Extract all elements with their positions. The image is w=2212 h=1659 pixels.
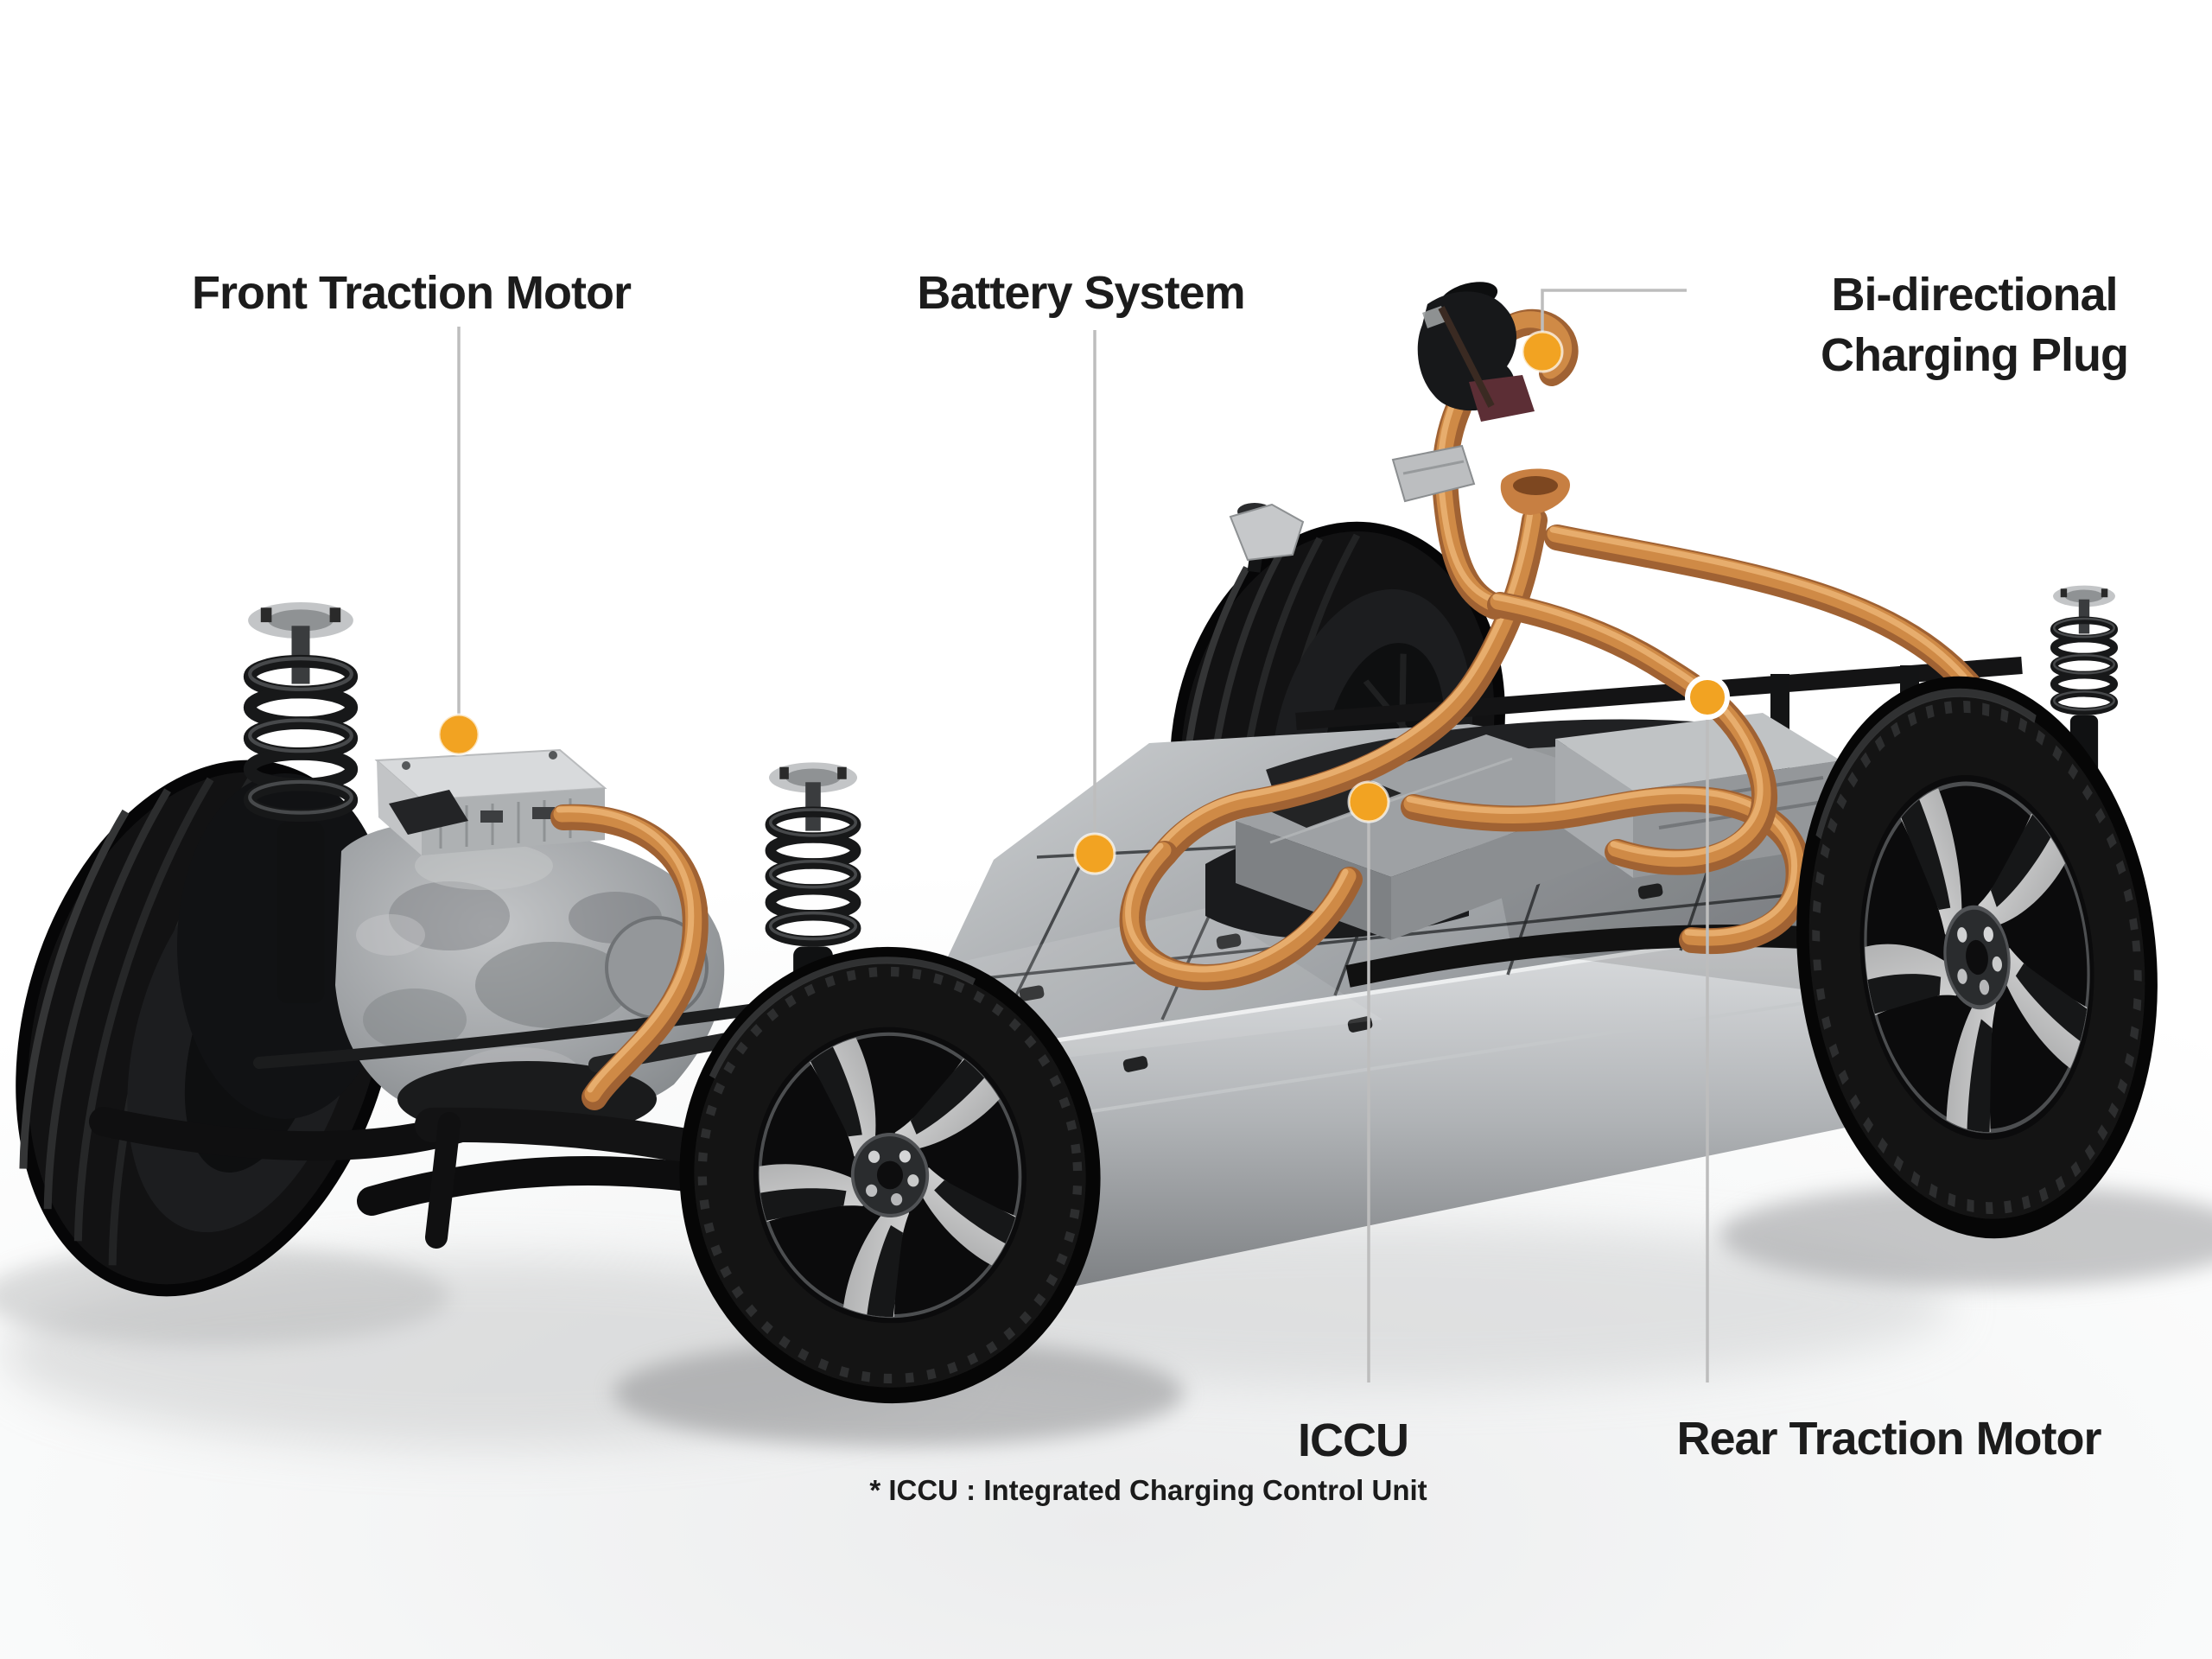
label-iccu: ICCU [1298,1414,1409,1466]
iccu-marker-dot [1347,780,1390,823]
callout-front-traction-motor [437,327,480,756]
front-traction-motor-marker-dot [437,713,480,756]
callout-rear-traction-motor [1685,675,1730,1382]
callout-battery-system [1073,330,1116,875]
label-battery-system: Battery System [917,267,1245,319]
label-front-traction-motor: Front Traction Motor [192,267,632,319]
callout-bidirectional-charging-plug [1521,289,1687,373]
cable-clamp [1391,444,1476,503]
label-rear-traction-motor: Rear Traction Motor [1676,1413,2101,1465]
bidirectional-charging-plug-device [1417,282,1535,422]
charging-inlet-funnel [1500,468,1570,515]
battery-system-marker-dot [1073,832,1116,875]
callout-iccu [1347,780,1390,1382]
label-bidirectional-charging-plug: Bi-directional Charging Plug [1821,269,2129,382]
rear-far-knuckle [1229,503,1305,573]
iccu-footnote: * ICCU : Integrated Charging Control Uni… [869,1474,1427,1506]
rear-traction-motor-marker-dot [1685,675,1730,720]
bidirectional-charging-plug-marker-dot [1521,330,1564,373]
ground-shadow [0,926,2212,1447]
